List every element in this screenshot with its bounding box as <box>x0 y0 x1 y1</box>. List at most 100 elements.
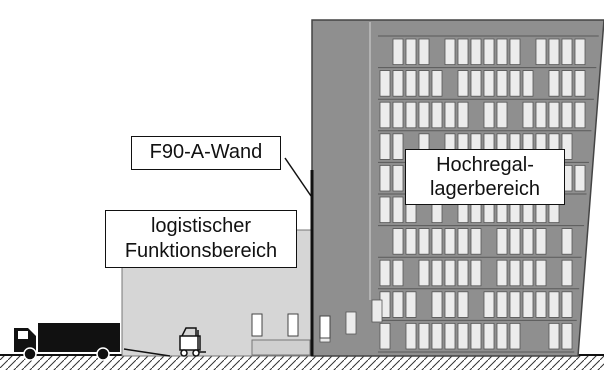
pallet <box>418 38 430 66</box>
pallet <box>379 164 391 192</box>
loading-ramp <box>123 348 171 357</box>
fire-wall-label: F90-A-Wand <box>131 136 281 170</box>
pallet <box>457 322 469 350</box>
ground-hatching <box>0 355 604 370</box>
fire-wall-leader-line <box>284 157 312 197</box>
pallet <box>470 322 482 350</box>
pallet <box>509 291 521 318</box>
pallet <box>574 70 586 97</box>
pallet <box>379 101 391 129</box>
pallet <box>444 259 456 287</box>
pallet <box>548 322 560 350</box>
pallet <box>431 70 443 97</box>
pallet <box>405 322 417 350</box>
pallet <box>483 322 495 350</box>
pallet <box>405 101 417 129</box>
logistics-rack <box>251 313 263 337</box>
pallet <box>496 322 508 350</box>
pallet <box>509 228 521 255</box>
pallet <box>371 299 383 323</box>
pallet <box>418 70 430 97</box>
pallet <box>457 38 469 66</box>
pallet <box>535 228 547 255</box>
pallet <box>379 70 391 97</box>
pallet <box>470 70 482 97</box>
pallet <box>457 101 469 129</box>
pallet <box>431 259 443 287</box>
pallet <box>379 196 391 224</box>
high-bay-area-label-line-2: lagerbereich <box>429 178 541 200</box>
high-bay-area-label: Hochregal- lagerbereich <box>405 149 565 205</box>
logistics-area-label-line-2: Funktionsbereich <box>124 240 278 262</box>
pallet <box>509 70 521 97</box>
pallet <box>561 259 573 287</box>
pallet <box>561 322 573 350</box>
logistics-area-label-line-1: logistischer <box>150 215 252 237</box>
pallet <box>457 291 469 318</box>
pallet <box>522 259 534 287</box>
pallet <box>457 228 469 255</box>
pallet <box>444 101 456 129</box>
pallet <box>561 291 573 318</box>
logistics-rack <box>319 315 331 339</box>
pallet <box>392 196 404 224</box>
pallet <box>470 38 482 66</box>
pallet <box>457 70 469 97</box>
pallet <box>548 38 560 66</box>
pallet <box>522 101 534 129</box>
pallet <box>418 322 430 350</box>
pallet <box>483 70 495 97</box>
pallet <box>379 322 391 350</box>
pallet <box>483 291 495 318</box>
pallet <box>470 259 482 287</box>
pallet <box>431 322 443 350</box>
pallet <box>535 259 547 287</box>
pallet <box>535 38 547 66</box>
pallet <box>379 259 391 287</box>
pallet <box>548 101 560 129</box>
pallet <box>496 259 508 287</box>
logistics-rack <box>287 313 299 337</box>
logistics-platform <box>251 339 311 356</box>
pallet <box>561 101 573 129</box>
pallet <box>405 228 417 255</box>
pallet <box>509 259 521 287</box>
pallet <box>561 228 573 255</box>
pallet <box>392 101 404 129</box>
pallet <box>345 311 357 335</box>
pallet <box>483 38 495 66</box>
pallet <box>444 322 456 350</box>
pallet <box>574 164 586 192</box>
pallet <box>392 70 404 97</box>
pallet <box>405 70 417 97</box>
logistics-area-label: logistischer Funktionsbereich <box>105 210 297 268</box>
pallet <box>522 228 534 255</box>
pallet <box>561 38 573 66</box>
pallet <box>392 228 404 255</box>
pallet <box>548 291 560 318</box>
pallet <box>444 228 456 255</box>
pallet <box>509 322 521 350</box>
pallet <box>431 228 443 255</box>
pallet <box>392 259 404 287</box>
pallet <box>509 38 521 66</box>
pallet <box>496 70 508 97</box>
logistics-racks <box>251 313 331 356</box>
pallet <box>457 259 469 287</box>
pallet <box>418 228 430 255</box>
pallet <box>444 38 456 66</box>
pallet <box>522 291 534 318</box>
pallet <box>392 164 404 192</box>
pallet <box>535 101 547 129</box>
pallet <box>483 101 495 129</box>
high-bay-area-label-line-1: Hochregal- <box>436 154 534 176</box>
pallet <box>418 101 430 129</box>
pallet <box>522 70 534 97</box>
pallet <box>470 228 482 255</box>
pallet <box>392 133 404 160</box>
pallet <box>379 133 391 160</box>
pallet <box>574 38 586 66</box>
pallet <box>496 228 508 255</box>
pallet <box>405 38 417 66</box>
pallet <box>418 259 430 287</box>
